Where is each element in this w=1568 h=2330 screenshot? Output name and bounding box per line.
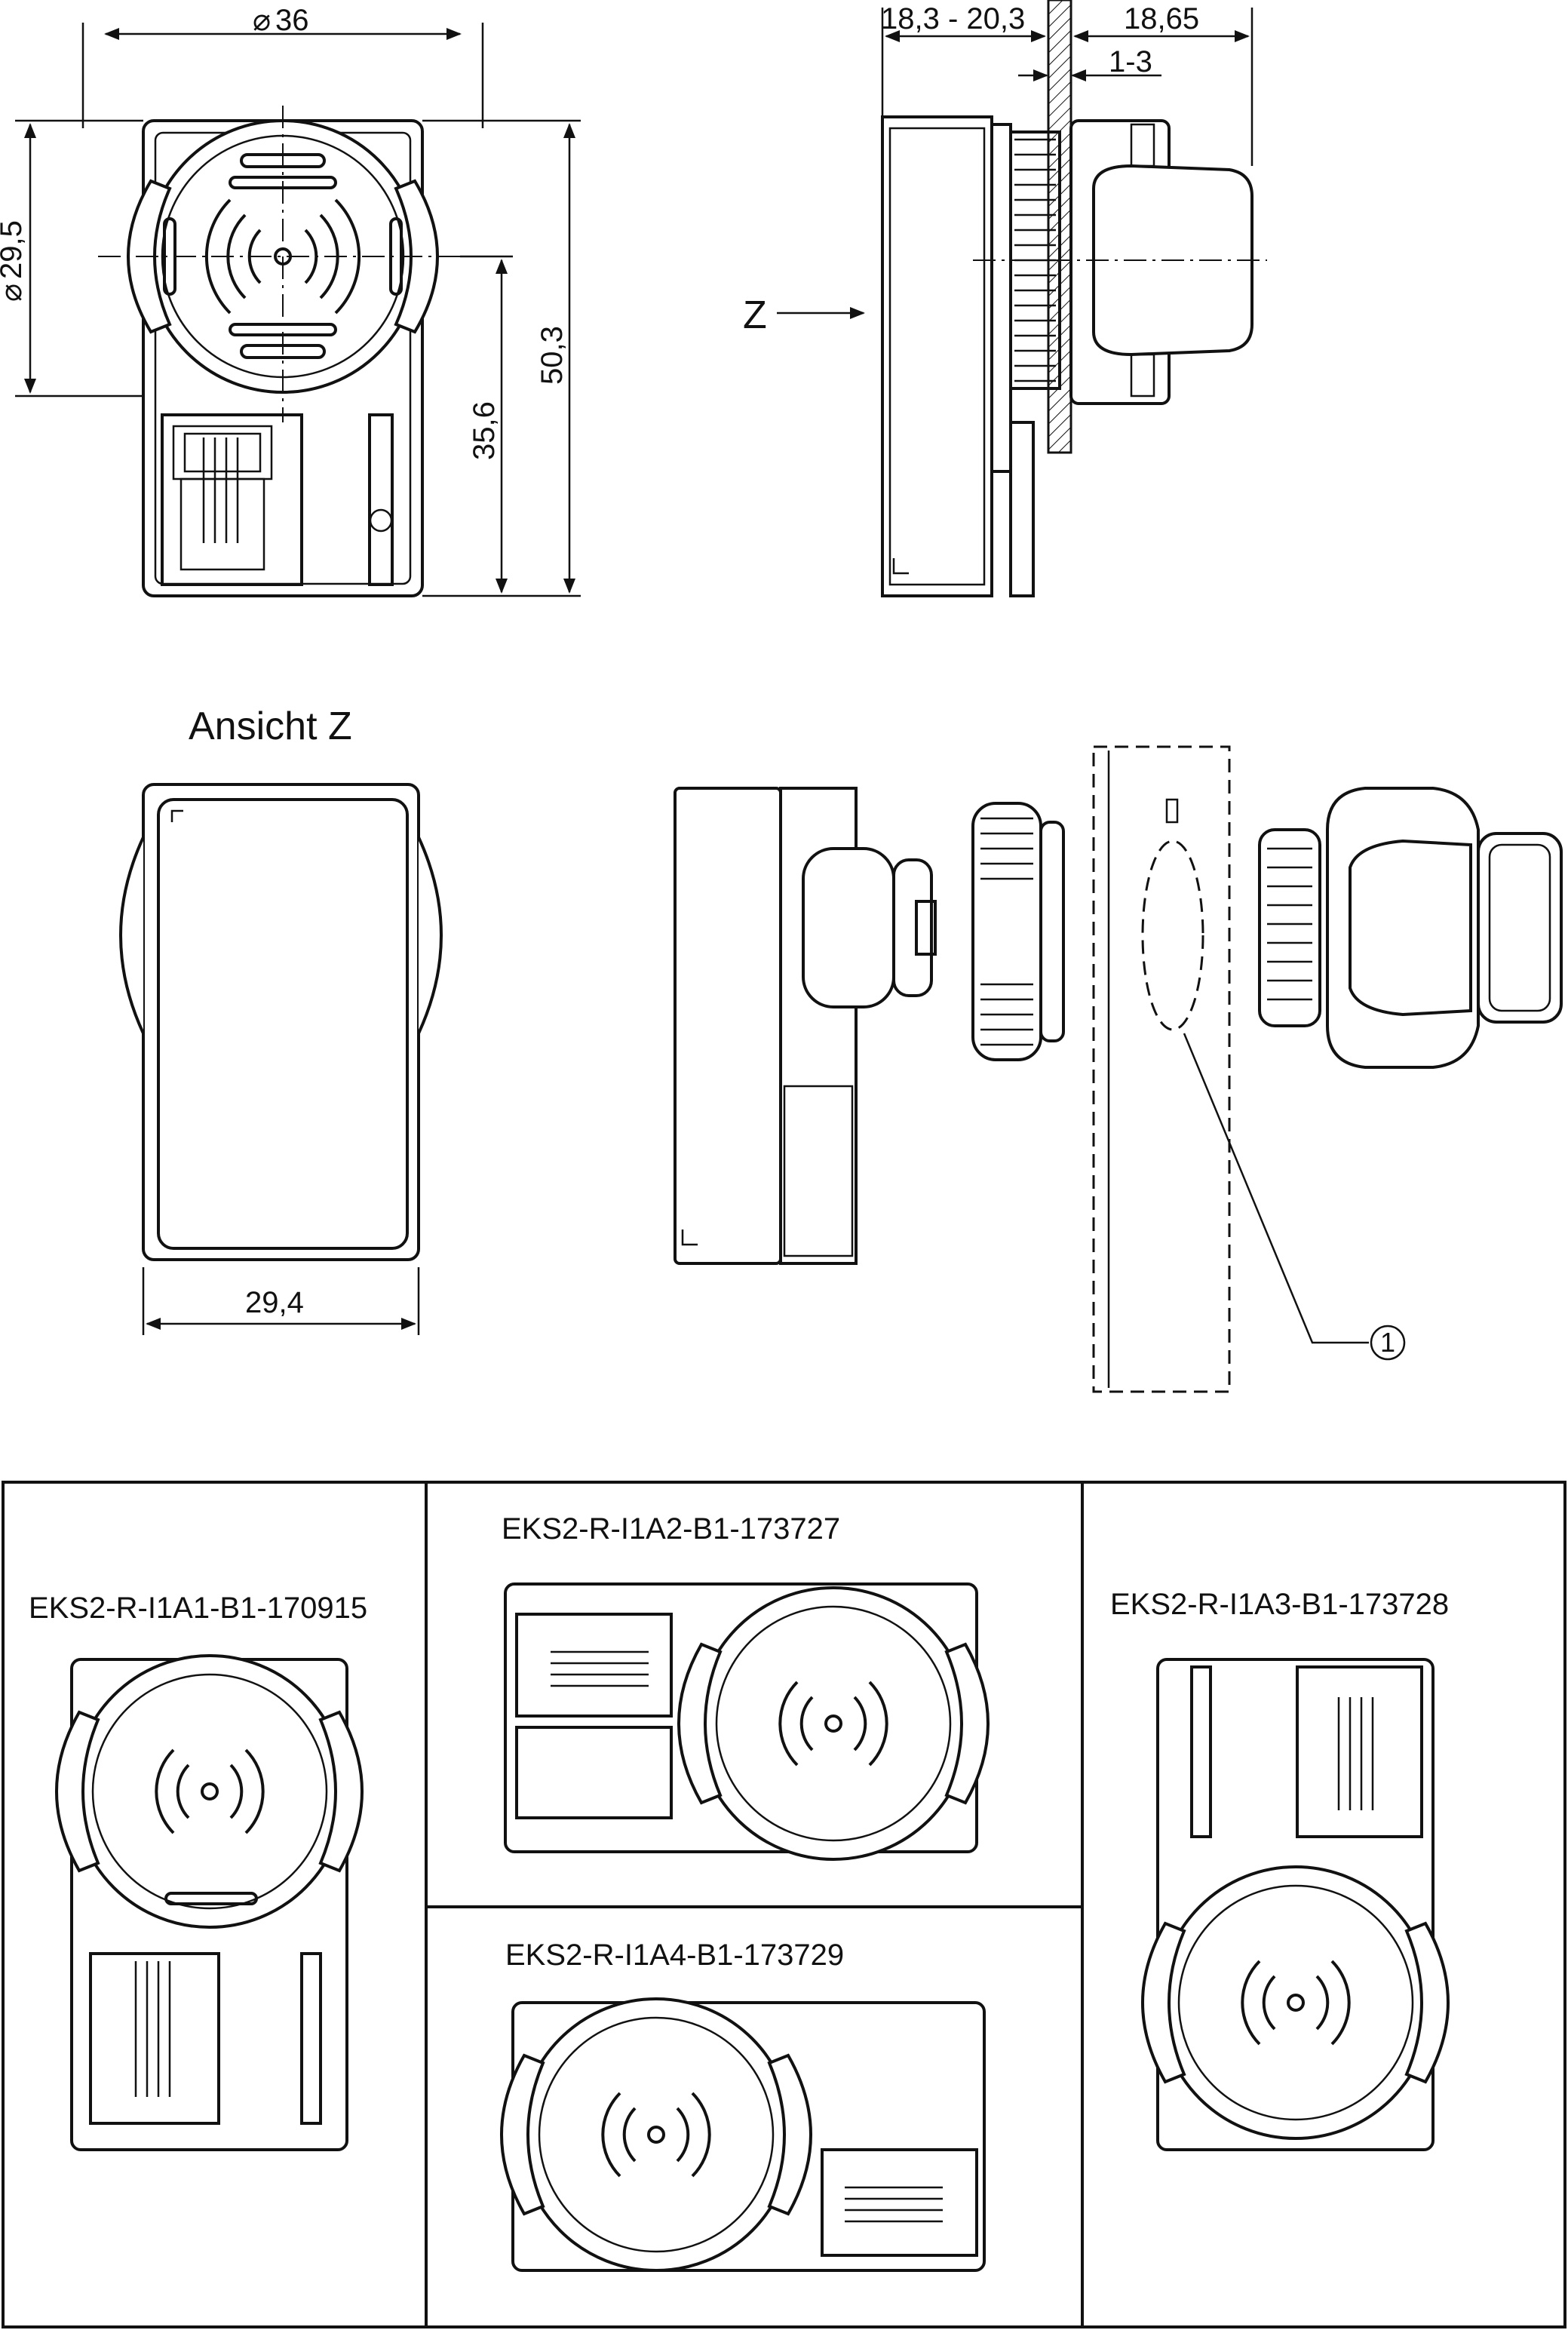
- side-view: [777, 0, 1267, 597]
- variant-a2-drawing: [504, 1582, 990, 1861]
- view-z-arrow-label: Z: [743, 293, 767, 337]
- variant-a2-label: EKS2-R-I1A2-B1-173727: [502, 1512, 840, 1546]
- diameter-symbol: ⌀: [253, 4, 271, 37]
- variant-a3-drawing: [1141, 1658, 1450, 2151]
- variant-a1-drawing: [55, 1654, 364, 2151]
- front-view: [15, 23, 581, 597]
- variant-a4-label: EKS2-R-I1A4-B1-173729: [505, 1939, 844, 1972]
- dim-diameter-36: ⌀ 36: [253, 4, 309, 37]
- variant-a3-label: EKS2-R-I1A3-B1-173728: [1110, 1588, 1449, 1621]
- dim-height-50-3: 50,3: [535, 326, 569, 385]
- view-z: [119, 783, 443, 1335]
- variants-table: [2, 1481, 1566, 2328]
- exploded-view: [674, 745, 1563, 1393]
- dim-panel-1-3: 1-3: [1109, 45, 1152, 78]
- dim-value-29-5: 29,5: [0, 220, 28, 279]
- diameter-symbol-2: ⌀: [0, 284, 28, 302]
- dim-diameter-29-5: ⌀ 29,5: [0, 220, 28, 302]
- variant-a4-drawing: [500, 1997, 986, 2272]
- mounting-panel: [1047, 0, 1072, 454]
- variant-a1-label: EKS2-R-I1A1-B1-170915: [29, 1592, 367, 1625]
- dim-height-35-6: 35,6: [468, 401, 501, 460]
- dim-depth-range: 18,3 - 20,3: [881, 2, 1025, 35]
- callout-number: 1: [1380, 1327, 1395, 1358]
- view-z-title: Ansicht Z: [189, 705, 352, 748]
- dim-depth-18-65: 18,65: [1124, 2, 1199, 35]
- dim-value-36: 36: [275, 4, 309, 37]
- connector-socket: [161, 413, 303, 586]
- callout-circle: [1370, 1325, 1406, 1361]
- dim-width-29-4: 29,4: [245, 1286, 304, 1319]
